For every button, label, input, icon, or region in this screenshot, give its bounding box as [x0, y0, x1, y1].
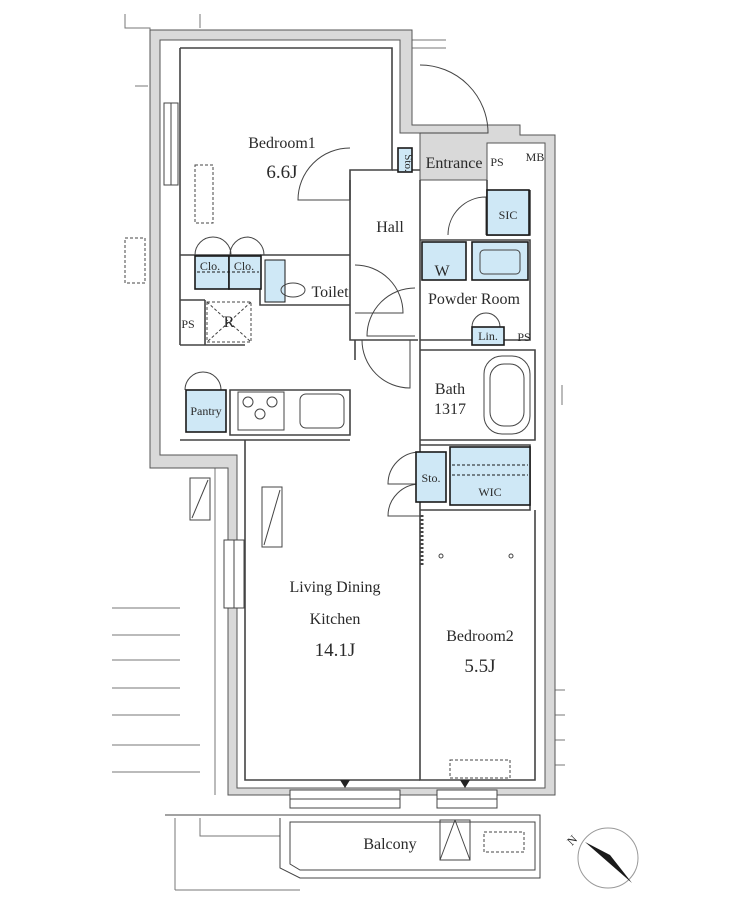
storage-areas — [185, 147, 531, 506]
outer-wall — [149, 29, 556, 796]
svg-text:N: N — [564, 832, 580, 848]
ldk-label-line1: Living Dining — [289, 579, 380, 596]
pantry-label: Pantry — [190, 404, 221, 418]
wic-label: WIC — [478, 485, 501, 499]
ac-unit — [261, 486, 283, 548]
washer-label: W — [434, 263, 450, 280]
balcony-label: Balcony — [363, 836, 416, 853]
bathtub — [483, 355, 531, 435]
windows — [163, 102, 498, 809]
bath-label: Bath — [435, 381, 465, 398]
toilet-label: Toilet — [311, 284, 349, 301]
toilet-bowl — [280, 282, 306, 298]
linen-label: Lin. — [478, 329, 498, 343]
ps-top-label: PS — [490, 155, 503, 169]
linen-box — [471, 326, 505, 346]
bedroom1-size: 6.6J — [266, 162, 297, 183]
entrance-label: Entrance — [426, 155, 483, 172]
north-arrow-icon: N — [564, 827, 639, 889]
ps-right-label: PS — [517, 330, 530, 344]
ldk-label-line2: Kitchen — [310, 611, 361, 628]
sic-label: SIC — [499, 208, 518, 222]
wic-box — [449, 446, 531, 506]
sic-box — [486, 189, 530, 236]
bedroom2-label: Bedroom2 — [446, 628, 514, 645]
sto-label: Sto. — [421, 471, 440, 485]
door-swings — [184, 64, 501, 517]
toilet-area — [264, 259, 286, 303]
sto-top-label: Sto. — [402, 154, 414, 172]
fixtures — [124, 164, 531, 853]
balcony — [165, 814, 541, 879]
bedroom2-size: 5.5J — [464, 656, 495, 677]
refrigerator-spot — [206, 301, 252, 343]
stove — [237, 391, 285, 431]
storage-box — [415, 451, 447, 503]
ps-left-label: PS — [181, 317, 194, 331]
bedroom1-label: Bedroom1 — [248, 135, 316, 152]
r-label: R — [224, 314, 235, 331]
entry-arrows — [340, 780, 470, 788]
hall-label: Hall — [376, 219, 404, 236]
washer-box — [421, 241, 467, 281]
mb-label: MB — [526, 150, 545, 164]
bath-size: 1317 — [434, 401, 466, 418]
ldk-size: 14.1J — [315, 640, 356, 661]
sink — [299, 393, 345, 429]
closet1-label: Clo. — [200, 259, 220, 273]
ps-small-box — [397, 147, 413, 173]
pantry-box — [185, 389, 227, 433]
closet2-label: Clo. — [234, 259, 254, 273]
powder-room-label: Powder Room — [428, 291, 521, 308]
